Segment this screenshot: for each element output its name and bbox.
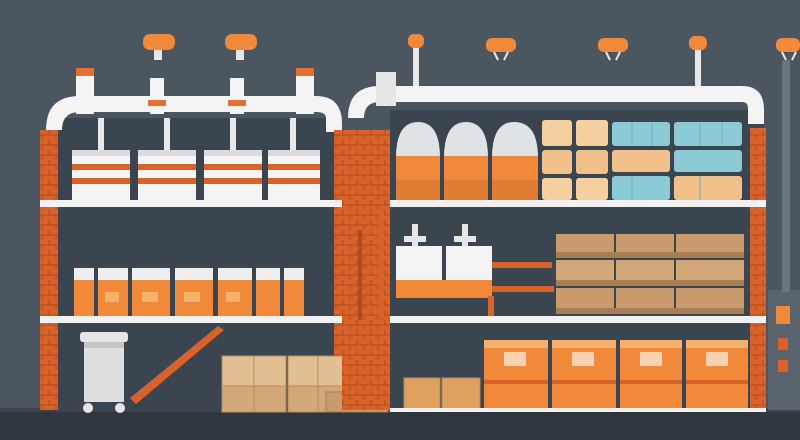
crate xyxy=(484,340,548,410)
crate xyxy=(686,340,748,410)
sack xyxy=(444,122,488,202)
bottle-crate xyxy=(98,268,128,316)
crate-row xyxy=(484,340,748,410)
right-building xyxy=(348,72,766,412)
ceiling-lamp xyxy=(776,38,800,61)
left-building xyxy=(40,68,389,413)
bottle-crate xyxy=(175,268,213,316)
ceiling-lamps xyxy=(143,34,800,86)
box-pair-lower xyxy=(403,377,481,411)
bottle-crate xyxy=(256,268,280,316)
bottle-crate xyxy=(132,268,170,316)
tank xyxy=(204,118,262,202)
brick-column xyxy=(750,128,766,410)
tank xyxy=(138,118,196,202)
shelf-upper-left xyxy=(40,200,344,207)
crate xyxy=(620,340,682,410)
ceiling-lamp xyxy=(486,38,516,61)
bottle-crate xyxy=(284,268,304,316)
ceiling-lamp xyxy=(143,34,175,60)
box-grid-light xyxy=(542,120,608,200)
crate xyxy=(552,340,616,410)
chimneys xyxy=(76,68,314,114)
machine xyxy=(396,224,554,316)
box-grid-teal xyxy=(612,122,742,200)
ceiling-lamp xyxy=(225,34,257,60)
sack xyxy=(492,122,538,202)
bottle-row xyxy=(74,268,304,316)
tank xyxy=(268,118,320,202)
shelf-lower-left xyxy=(40,316,344,323)
ceiling-lamp xyxy=(689,36,707,86)
shelf-upper-right xyxy=(390,200,766,207)
tank xyxy=(72,118,130,202)
floor xyxy=(0,410,800,440)
side-structure xyxy=(768,60,800,410)
brick-column xyxy=(40,130,58,410)
bottle-crate xyxy=(74,268,94,316)
shelf-lower-right xyxy=(390,316,766,323)
sack xyxy=(396,122,440,202)
brick-column xyxy=(334,130,344,410)
ceiling-lamp xyxy=(408,34,424,86)
ceiling-lamp xyxy=(598,38,628,61)
tank-row-upper xyxy=(72,118,320,202)
trolley-bin xyxy=(80,332,128,413)
bottle-crate xyxy=(218,268,252,316)
conveyor-ramp xyxy=(130,326,224,404)
pallet-stack xyxy=(556,234,744,314)
sack-row xyxy=(396,122,538,202)
